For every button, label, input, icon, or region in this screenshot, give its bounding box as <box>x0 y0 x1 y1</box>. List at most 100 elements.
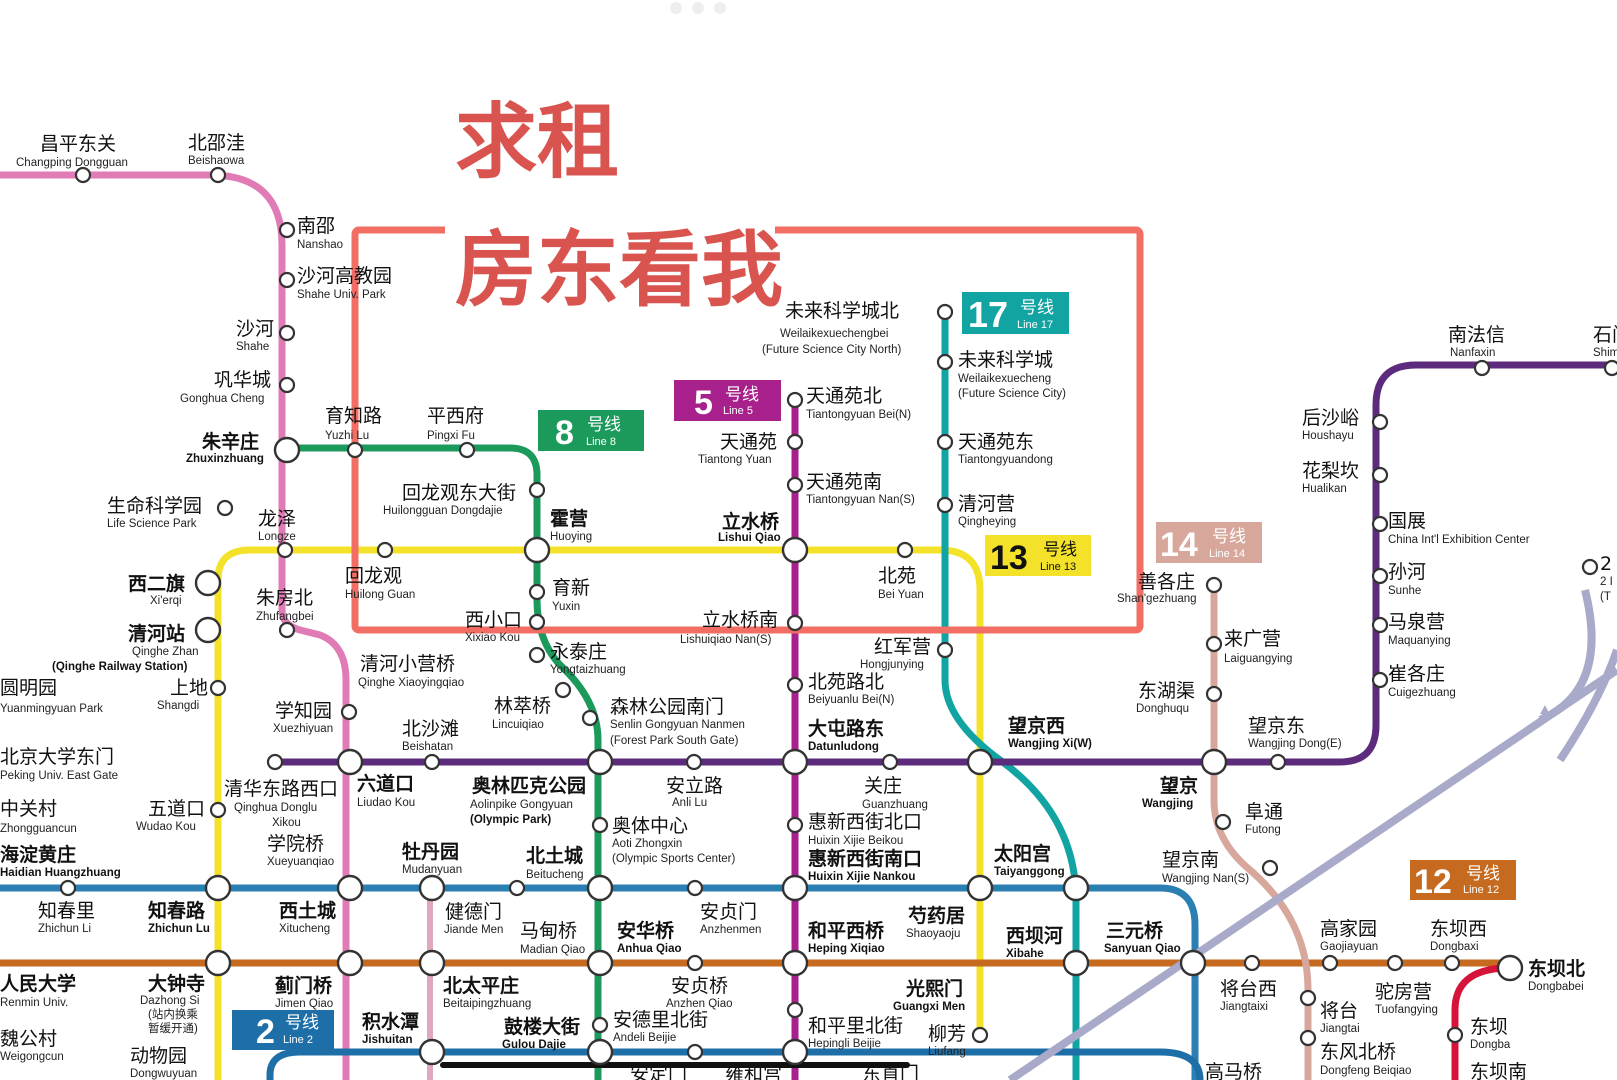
overlay-line1: 求租 <box>455 95 619 190</box>
svg-text:奥林匹克公园: 奥林匹克公园 <box>472 774 586 797</box>
airport-express <box>1007 666 1617 1080</box>
svg-text:Madian Qiao: Madian Qiao <box>520 944 585 956</box>
svg-text:健德门: 健德门 <box>445 901 502 923</box>
svg-text:Gaojiayuan: Gaojiayuan <box>1320 941 1378 953</box>
svg-text:Xixiao Kou: Xixiao Kou <box>465 632 520 644</box>
badge-line17: 17 号线 Line 17 <box>962 292 1069 335</box>
svg-text:朱房北: 朱房北 <box>256 587 313 609</box>
svg-text:沙河: 沙河 <box>236 318 274 340</box>
svg-text:Xitucheng: Xitucheng <box>279 923 330 935</box>
svg-text:Line 14: Line 14 <box>1209 548 1245 560</box>
svg-text:太阳宫: 太阳宫 <box>994 842 1051 865</box>
svg-text:Sunhe: Sunhe <box>1388 585 1421 597</box>
svg-text:Houshayu: Houshayu <box>1302 430 1354 442</box>
svg-text:西小口: 西小口 <box>465 609 522 631</box>
station-gaomaqiao: 高马桥 <box>1205 1061 1262 1080</box>
station-dongzhimen: 东直门 <box>862 1063 919 1080</box>
airport-express-branch <box>1556 648 1617 763</box>
svg-text:雍和宫: 雍和宫 <box>725 1063 782 1080</box>
svg-text:安定门: 安定门 <box>630 1063 687 1080</box>
svg-text:柳芳: 柳芳 <box>928 1023 966 1045</box>
svg-text:关庄: 关庄 <box>864 775 902 797</box>
svg-text:Huilongguan Dongdajie: Huilongguan Dongdajie <box>383 505 503 517</box>
svg-text:安贞门: 安贞门 <box>700 901 757 923</box>
svg-text:东坝北: 东坝北 <box>1528 957 1585 980</box>
station-shimen: 石门Shimen <box>1593 324 1617 359</box>
arrow-icon <box>1540 705 1550 715</box>
svg-text:立水桥: 立水桥 <box>722 510 780 533</box>
svg-text:号线: 号线 <box>1020 298 1054 318</box>
svg-text:安华桥: 安华桥 <box>617 919 675 942</box>
svg-text:天通苑东: 天通苑东 <box>958 431 1034 453</box>
svg-text:Beiyuanlu Bei(N): Beiyuanlu Bei(N) <box>808 694 894 706</box>
svg-text:东坝南: 东坝南 <box>1470 1061 1527 1080</box>
svg-text:(Qinghe Railway Station): (Qinghe Railway Station) <box>52 661 188 673</box>
svg-text:东坝: 东坝 <box>1470 1016 1508 1038</box>
svg-text:三元桥: 三元桥 <box>1106 919 1164 942</box>
drag-handle[interactable] <box>670 2 726 14</box>
svg-text:Renmin Univ.: Renmin Univ. <box>0 997 68 1009</box>
svg-text:惠新西街北口: 惠新西街北口 <box>808 811 922 833</box>
svg-text:Cuigezhuang: Cuigezhuang <box>1388 687 1456 699</box>
svg-text:学院桥: 学院桥 <box>267 833 324 855</box>
svg-text:Andeli Beijie: Andeli Beijie <box>613 1032 676 1044</box>
svg-text:Anzhenmen: Anzhenmen <box>700 924 761 936</box>
svg-text:Xuezhiyuan: Xuezhiyuan <box>273 723 333 735</box>
svg-text:Nanfaxin: Nanfaxin <box>1450 347 1495 359</box>
station-yonghegong: 雍和宫 <box>725 1063 782 1080</box>
svg-text:北苑路北: 北苑路北 <box>808 671 884 693</box>
svg-text:芍药居: 芍药居 <box>908 904 965 927</box>
svg-text:林萃桥: 林萃桥 <box>494 695 551 717</box>
svg-text:知春路: 知春路 <box>148 899 206 922</box>
svg-text:Hongjunying: Hongjunying <box>860 659 924 671</box>
svg-text:Weilaikexuechengbei: Weilaikexuechengbei <box>780 328 888 340</box>
svg-text:Wudao Kou: Wudao Kou <box>136 821 196 833</box>
svg-text:(Future Science City): (Future Science City) <box>958 388 1066 400</box>
svg-text:天通苑北: 天通苑北 <box>806 385 882 407</box>
svg-text:Lishui Qiao: Lishui Qiao <box>718 532 781 544</box>
svg-text:未来科学城北: 未来科学城北 <box>785 300 899 322</box>
svg-text:清河小营桥: 清河小营桥 <box>360 653 455 675</box>
station-t2: 22 I(T <box>1600 553 1613 603</box>
svg-text:北苑: 北苑 <box>878 565 916 587</box>
svg-text:Hualikan: Hualikan <box>1302 483 1347 495</box>
svg-text:望京: 望京 <box>1160 774 1198 797</box>
svg-text:Tiantongyuandong: Tiantongyuandong <box>958 454 1053 466</box>
svg-text:Jiande Men: Jiande Men <box>444 924 503 936</box>
svg-text:高马桥: 高马桥 <box>1205 1061 1262 1080</box>
svg-text:Anzhen Qiao: Anzhen Qiao <box>666 998 733 1010</box>
svg-text:惠新西街南口: 惠新西街南口 <box>808 847 922 870</box>
svg-text:Longze: Longze <box>258 531 296 543</box>
line2 <box>266 1048 1204 1080</box>
svg-text:天通苑南: 天通苑南 <box>806 471 882 493</box>
